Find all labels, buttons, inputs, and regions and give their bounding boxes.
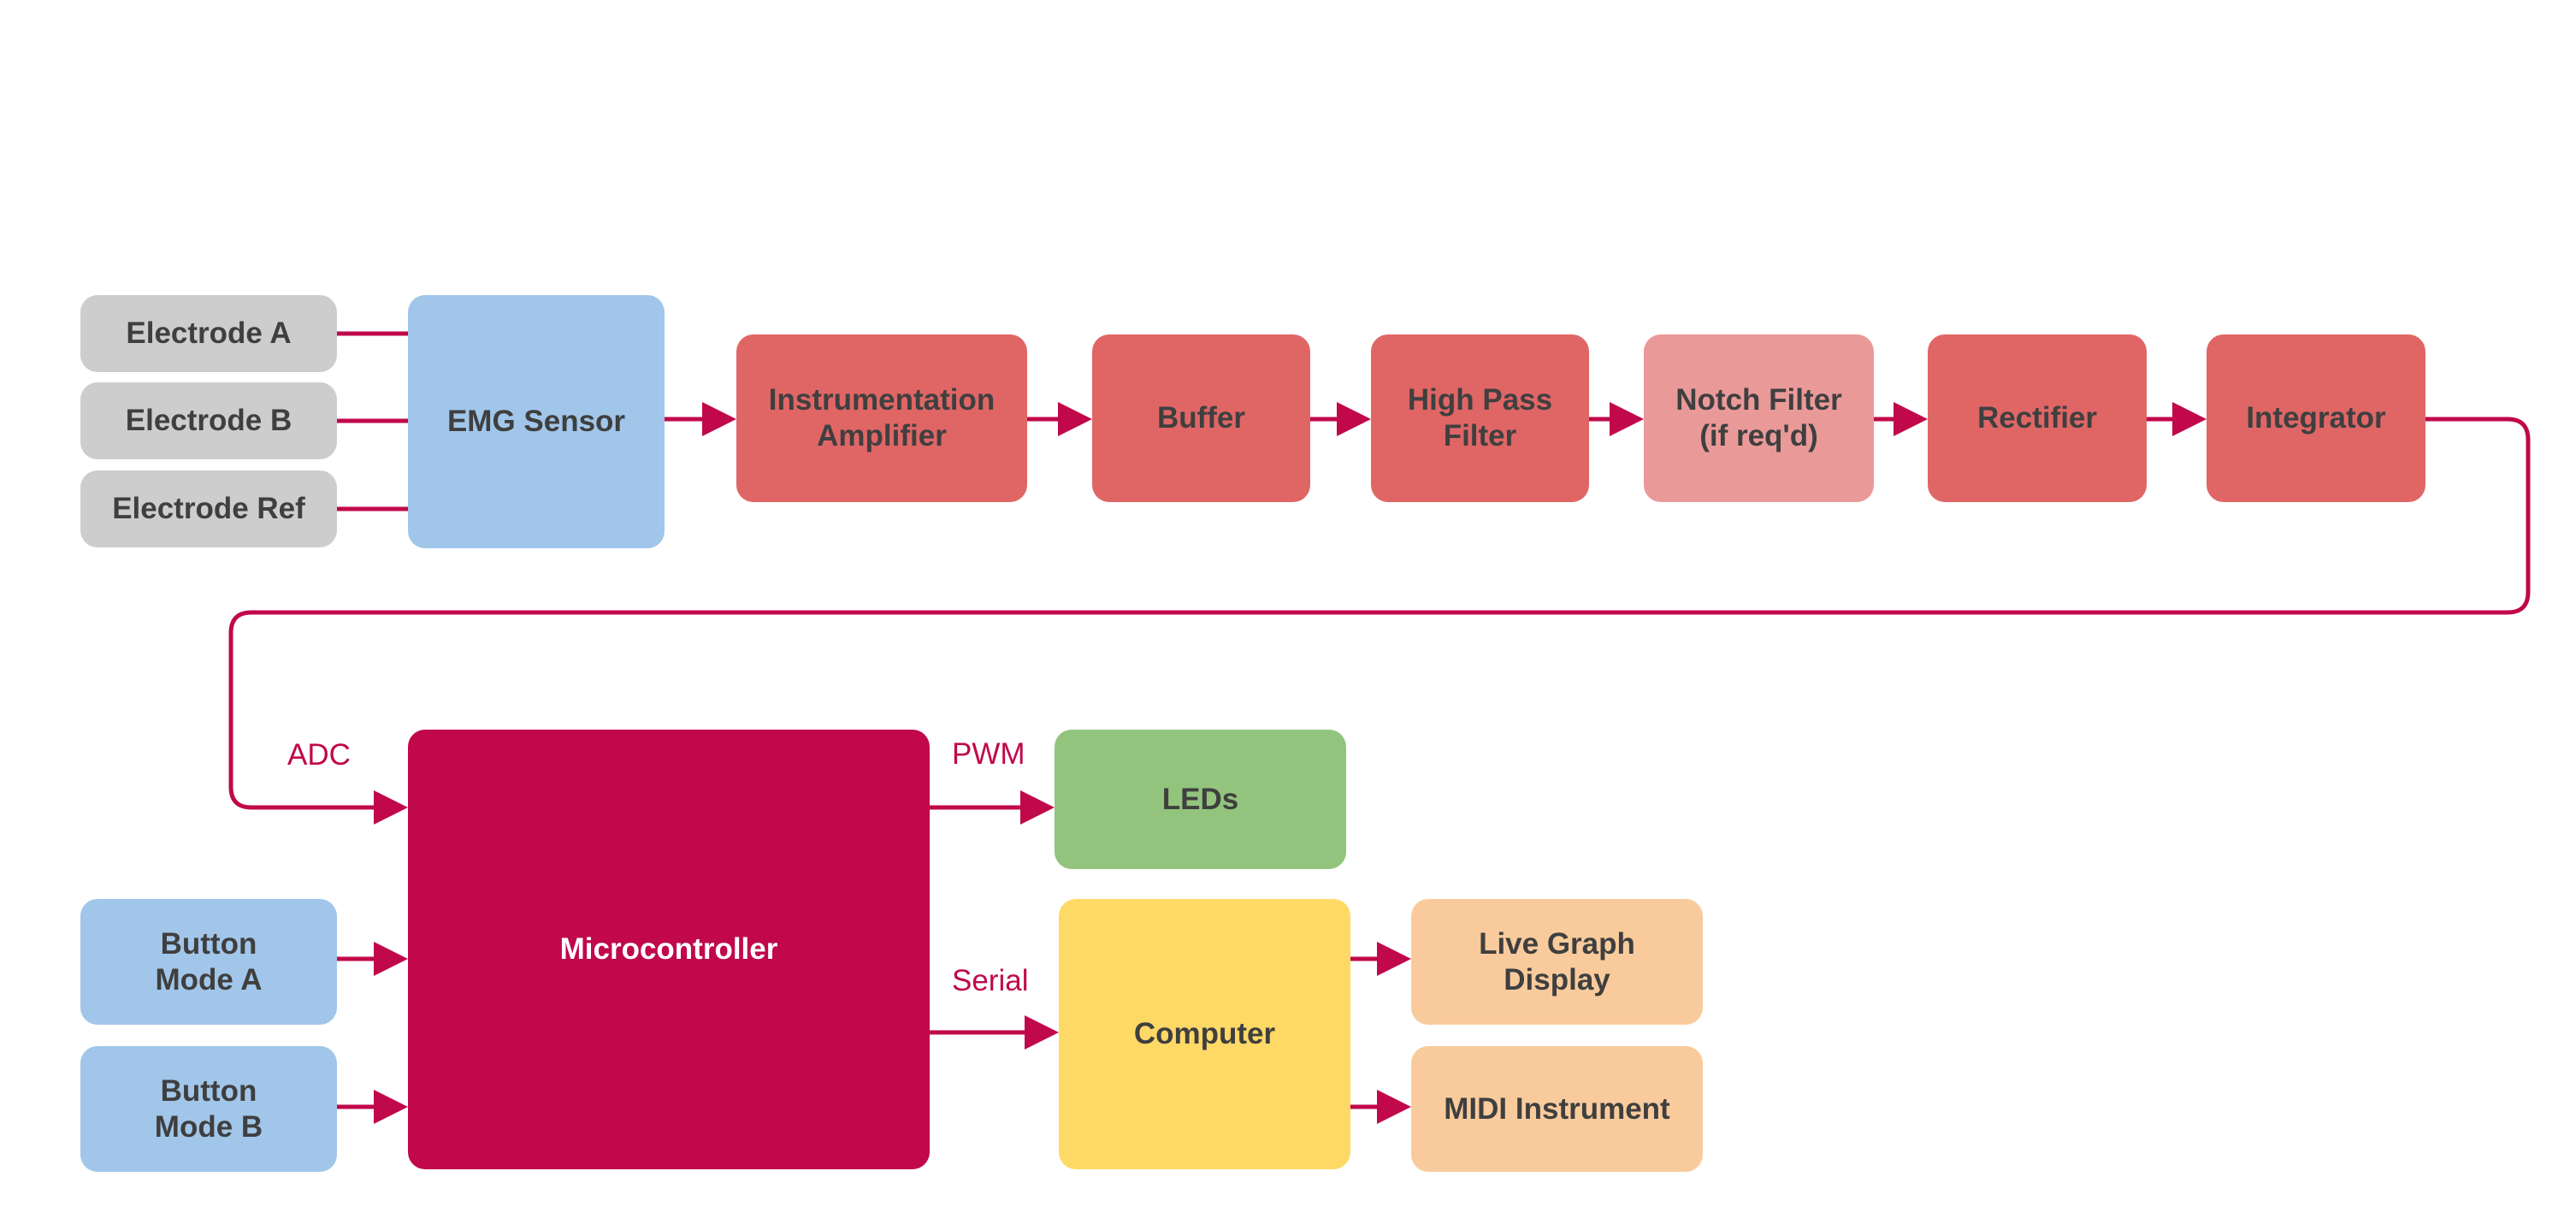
arrowhead-computer [1025, 1015, 1059, 1050]
adc-connection-label: ADC [287, 738, 351, 772]
high-pass-filter-label-line-1: High Pass [1407, 383, 1553, 417]
instrumentation-amplifier-box: Instrumentation Amplifier [736, 334, 1027, 502]
high-pass-filter-box: High Pass Filter [1371, 334, 1589, 502]
arrowhead-high-pass-filter [1337, 402, 1371, 436]
rectifier-box: Rectifier [1928, 334, 2147, 502]
button-mode-a-box: Button Mode A [80, 899, 337, 1025]
notch-filter-box: Notch Filter (if req'd) [1644, 334, 1874, 502]
button-mode-b-label-line-1: Button [160, 1073, 257, 1108]
leds-label: LEDs [1161, 782, 1239, 816]
live-graph-display-label-line-2: Display [1504, 962, 1610, 996]
electrode-b-box: Electrode B [80, 382, 337, 459]
leds-box: LEDs [1055, 730, 1346, 869]
integrator-box: Integrator [2207, 334, 2425, 502]
live-graph-display-label-line-1: Live Graph [1479, 926, 1635, 961]
emg-sensor-label: EMG Sensor [446, 405, 626, 438]
live-graph-display-box: Live Graph Display [1411, 899, 1703, 1025]
button-mode-b-box: Button Mode B [80, 1046, 337, 1172]
integrator-label: Integrator [2246, 401, 2386, 435]
electrode-a-label: Electrode A [126, 316, 292, 350]
connector-integrator-to-microcontroller [228, 417, 2531, 810]
high-pass-filter-label-line-2: Filter [1443, 419, 1517, 452]
arrowhead-live-graph-display [1377, 942, 1411, 976]
emg-sensor-box: EMG Sensor [408, 295, 665, 548]
arrowhead-microcontroller [374, 942, 408, 976]
pwm-connection-label: PWM [952, 737, 1025, 771]
arrowhead-buffer [1058, 402, 1092, 436]
arrowhead-midi-instrument [1377, 1090, 1411, 1124]
arrowhead-rectifier [1894, 402, 1928, 436]
button-mode-a-label-line-1: Button [160, 926, 257, 961]
electrode-ref-label: Electrode Ref [112, 492, 305, 525]
notch-filter-label-line-2: (if req'd) [1699, 419, 1818, 452]
button-mode-a-label-line-2: Mode A [155, 962, 263, 996]
arrowhead-integrator [2172, 402, 2207, 436]
button-mode-b-label-line-2: Mode B [154, 1109, 263, 1144]
arrowhead-leds [1020, 790, 1055, 825]
buffer-label: Buffer [1156, 401, 1246, 435]
arrowhead-microcontroller [374, 790, 408, 825]
rectifier-label: Rectifier [1976, 401, 2098, 435]
serial-connection-label: Serial [952, 964, 1029, 997]
electrode-a-box: Electrode A [80, 295, 337, 372]
arrowhead-notch-filter [1610, 402, 1644, 436]
instrumentation-amplifier-label-line-2: Amplifier [817, 419, 947, 452]
computer-label: Computer [1133, 1017, 1276, 1050]
arrowhead-microcontroller [374, 1090, 408, 1124]
buffer-box: Buffer [1092, 334, 1310, 502]
microcontroller-box: Microcontroller [408, 730, 930, 1169]
instrumentation-amplifier-label-line-1: Instrumentation [768, 383, 996, 417]
microcontroller-label: Microcontroller [559, 932, 778, 966]
midi-instrument-box: MIDI Instrument [1411, 1046, 1703, 1172]
electrode-ref-box: Electrode Ref [80, 470, 337, 547]
midi-instrument-label: MIDI Instrument [1444, 1091, 1670, 1126]
electrode-b-label: Electrode B [125, 404, 292, 437]
computer-box: Computer [1059, 899, 1350, 1169]
notch-filter-label-line-1: Notch Filter [1675, 383, 1842, 417]
arrowhead-instrumentation-amplifier [702, 402, 736, 436]
